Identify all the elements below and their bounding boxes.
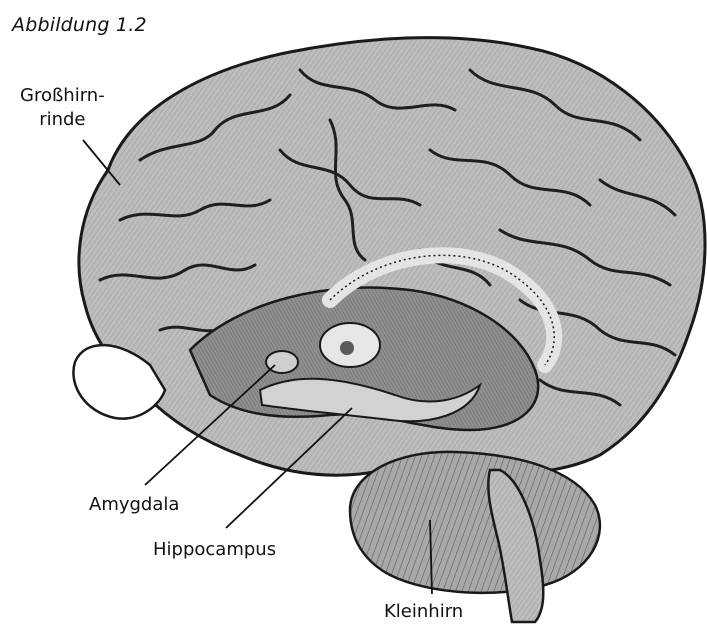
label-amygdala: Amygdala (89, 493, 179, 517)
label-cortex-line2: rinde (20, 108, 105, 132)
cerebellum-shape (350, 452, 600, 593)
label-cerebellum: Kleinhirn (384, 600, 463, 624)
label-cerebral-cortex: Großhirn- rinde (20, 84, 105, 132)
label-hippocampus: Hippocampus (153, 538, 276, 562)
figure-title: Abbildung 1.2 (12, 14, 147, 36)
label-cortex-line1: Großhirn- (20, 84, 105, 108)
